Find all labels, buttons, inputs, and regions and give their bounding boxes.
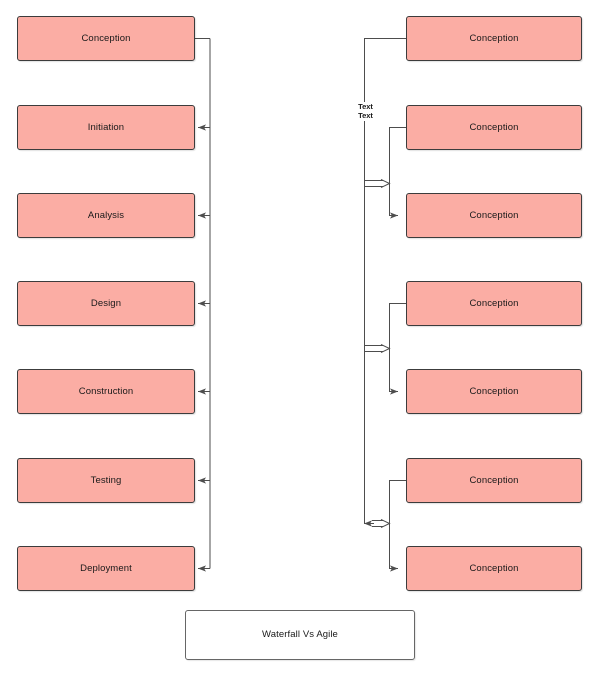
agile-g1-open-arrow-head [380,179,391,188]
agile-g2-open-arrow-head [380,344,391,353]
agile-node-7[interactable]: Conception [406,546,582,591]
node-label: Design [90,297,122,309]
node-label: Initiation [87,121,125,133]
agile-node-3[interactable]: Conception [406,193,582,238]
node-label: Analysis [87,209,125,221]
waterfall-step-conception[interactable]: Conception [17,16,195,61]
node-label: Conception [469,385,519,397]
waterfall-step-initiation[interactable]: Initiation [17,105,195,150]
agile-spine-label: Text Text [351,102,380,121]
node-label: Deployment [80,562,132,574]
agile-g3-open-arrow-head [380,519,391,528]
agile-node-2[interactable]: Conception [406,105,582,150]
node-label: Construction [78,385,134,397]
diagram-title-label: Waterfall Vs Agile [262,629,338,641]
agile-node-6[interactable]: Conception [406,458,582,503]
node-label: Conception [469,562,519,574]
diagram-title-box[interactable]: Waterfall Vs Agile [185,610,415,660]
node-label: Testing [90,474,122,486]
agile-g1-stem-upper [389,127,406,184]
node-label: Conception [469,32,519,44]
agile-g3-stem-lower [389,523,398,572]
node-label: Conception [469,121,519,133]
waterfall-step-design[interactable]: Design [17,281,195,326]
agile-node-1[interactable]: Conception [406,16,582,61]
waterfall-step-analysis[interactable]: Analysis [17,193,195,238]
agile-g3-stem-upper [389,480,406,524]
waterfall-step-deployment[interactable]: Deployment [17,546,195,591]
agile-node-4[interactable]: Conception [406,281,582,326]
agile-g1-stem-lower [389,183,398,219]
agile-node-5[interactable]: Conception [406,369,582,414]
waterfall-connectors [195,38,211,572]
node-label: Conception [81,32,131,44]
waterfall-step-construction[interactable]: Construction [17,369,195,414]
waterfall-step-testing[interactable]: Testing [17,458,195,503]
node-label: Conception [469,474,519,486]
agile-g2-stem-lower [389,348,398,395]
agile-g2-stem-upper [389,303,406,349]
node-label: Conception [469,209,519,221]
node-label: Conception [469,297,519,309]
